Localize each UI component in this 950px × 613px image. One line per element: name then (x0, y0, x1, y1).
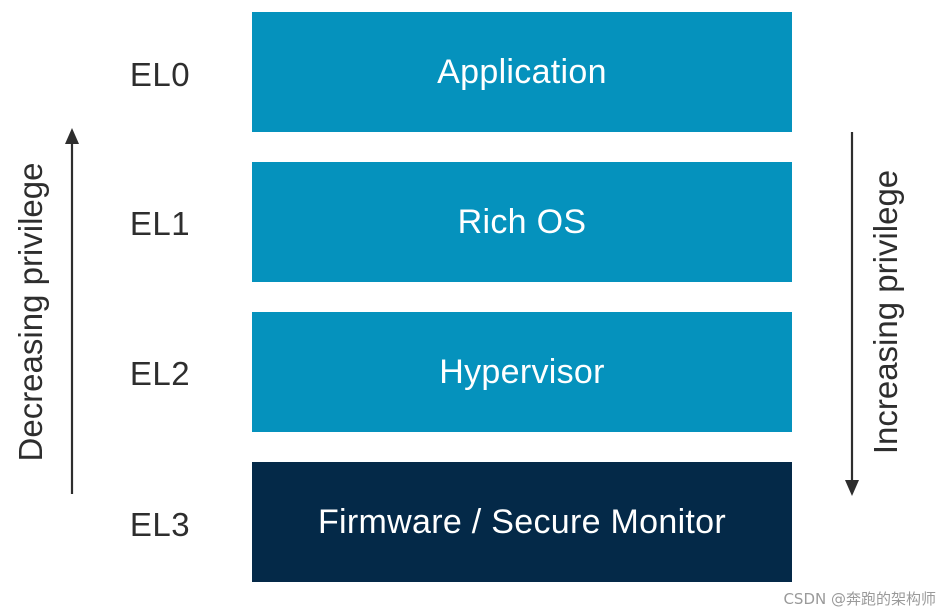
hypervisor-box: Hypervisor (252, 312, 792, 432)
rich-os-label: Rich OS (457, 202, 587, 241)
el2-label: EL2 (129, 355, 191, 392)
increasing-privilege-label: Increasing privilege (867, 169, 904, 455)
firmware-box: Firmware / Secure Monitor (252, 462, 792, 582)
watermark: CSDN @奔跑的架构师 (783, 590, 936, 608)
decreasing-privilege-label: Decreasing privilege (12, 162, 49, 462)
down-arrow-icon (845, 132, 859, 496)
application-label: Application (437, 52, 607, 91)
up-arrow-icon (65, 128, 79, 494)
el1-label: EL1 (129, 205, 191, 242)
el3-label: EL3 (129, 506, 191, 543)
firmware-label: Firmware / Secure Monitor (317, 502, 727, 541)
rich-os-box: Rich OS (252, 162, 792, 282)
application-box: Application (252, 12, 792, 132)
el0-label: EL0 (129, 56, 191, 93)
hypervisor-label: Hypervisor (439, 352, 605, 391)
